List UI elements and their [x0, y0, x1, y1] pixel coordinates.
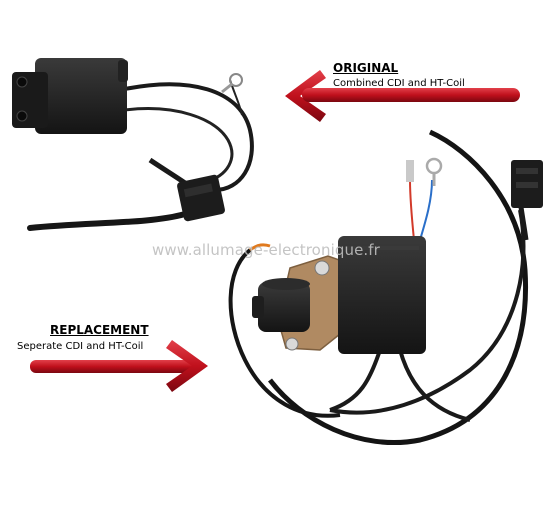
replacement-ht-coil: [258, 282, 310, 332]
replacement-wire-orange: [249, 243, 271, 252]
original-wire-loop: [119, 82, 254, 192]
replacement-ring-terminal: [425, 157, 443, 175]
original-ht-lead: [27, 211, 188, 231]
replacement-wire-blue: [419, 179, 433, 241]
replacement-cable-main: [268, 129, 529, 446]
website-watermark: www.allumage-electronique.fr: [152, 241, 380, 259]
replacement-title: REPLACEMENT: [50, 323, 149, 337]
replacement-subtitle: Seperate CDI and HT-Coil: [17, 341, 144, 352]
original-connector-plug: [177, 174, 225, 222]
replacement-wire-red: [409, 179, 415, 241]
original-ring-terminal: [229, 73, 243, 87]
original-cdi-unit: [12, 58, 254, 231]
original-arrow-icon: [285, 70, 520, 122]
replacement-cdi-box: [338, 236, 426, 354]
original-cdi-body: [35, 58, 127, 134]
original-title: ORIGINAL: [333, 61, 399, 75]
replacement-arrow-icon: [30, 340, 208, 392]
original-subtitle: Combined CDI and HT-Coil: [333, 78, 465, 89]
replacement-kit: [228, 129, 543, 446]
